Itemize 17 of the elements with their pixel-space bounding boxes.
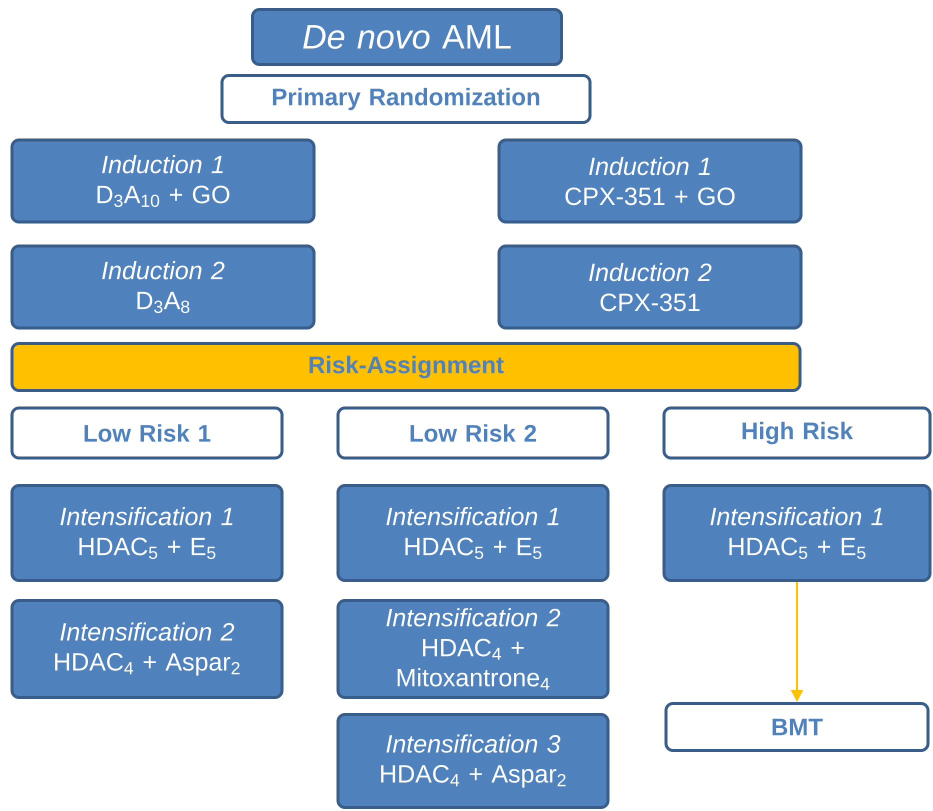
treatment-box: Intensification 1 HDAC$_{5}$ + E$_{5}$ bbox=[10, 484, 284, 582]
treatment-box: Induction 1 CPX-351 + GO bbox=[498, 138, 803, 224]
header-box: Low Risk 2 bbox=[336, 406, 610, 460]
header-box: Low Risk 1 bbox=[10, 406, 284, 460]
title-box: De novo AML bbox=[251, 8, 563, 66]
treatment-box: Induction 1 D$_{3}$A$_{10}$ + GO bbox=[10, 138, 316, 224]
header-box: BMT bbox=[664, 702, 930, 752]
header-box: High Risk bbox=[662, 406, 932, 460]
treatment-box: Intensification 1 HDAC$_{5}$ + E$_{5}$ bbox=[336, 484, 610, 582]
treatment-box: Intensification 2 HDAC$_{4}$ + Aspar$_{2}$ bbox=[10, 599, 284, 699]
header-box: Primary Randomization bbox=[220, 74, 592, 124]
treatment-box: Induction 2 CPX-351 bbox=[498, 244, 803, 330]
treatment-box: Intensification 3 HDAC$_{4}$ + Aspar$_{2}$ bbox=[336, 713, 610, 809]
treatment-box: Intensification 1 HDAC$_{5}$ + E$_{5}$ bbox=[662, 484, 932, 582]
treatment-box: Intensification 2 HDAC$_{4}$ + Mitoxantrone$_{4}$ bbox=[336, 599, 610, 699]
risk-assignment-bar: Risk-Assignment bbox=[10, 342, 802, 392]
treatment-box: Induction 2 D$_{3}$A$_{8}$ bbox=[10, 244, 316, 330]
